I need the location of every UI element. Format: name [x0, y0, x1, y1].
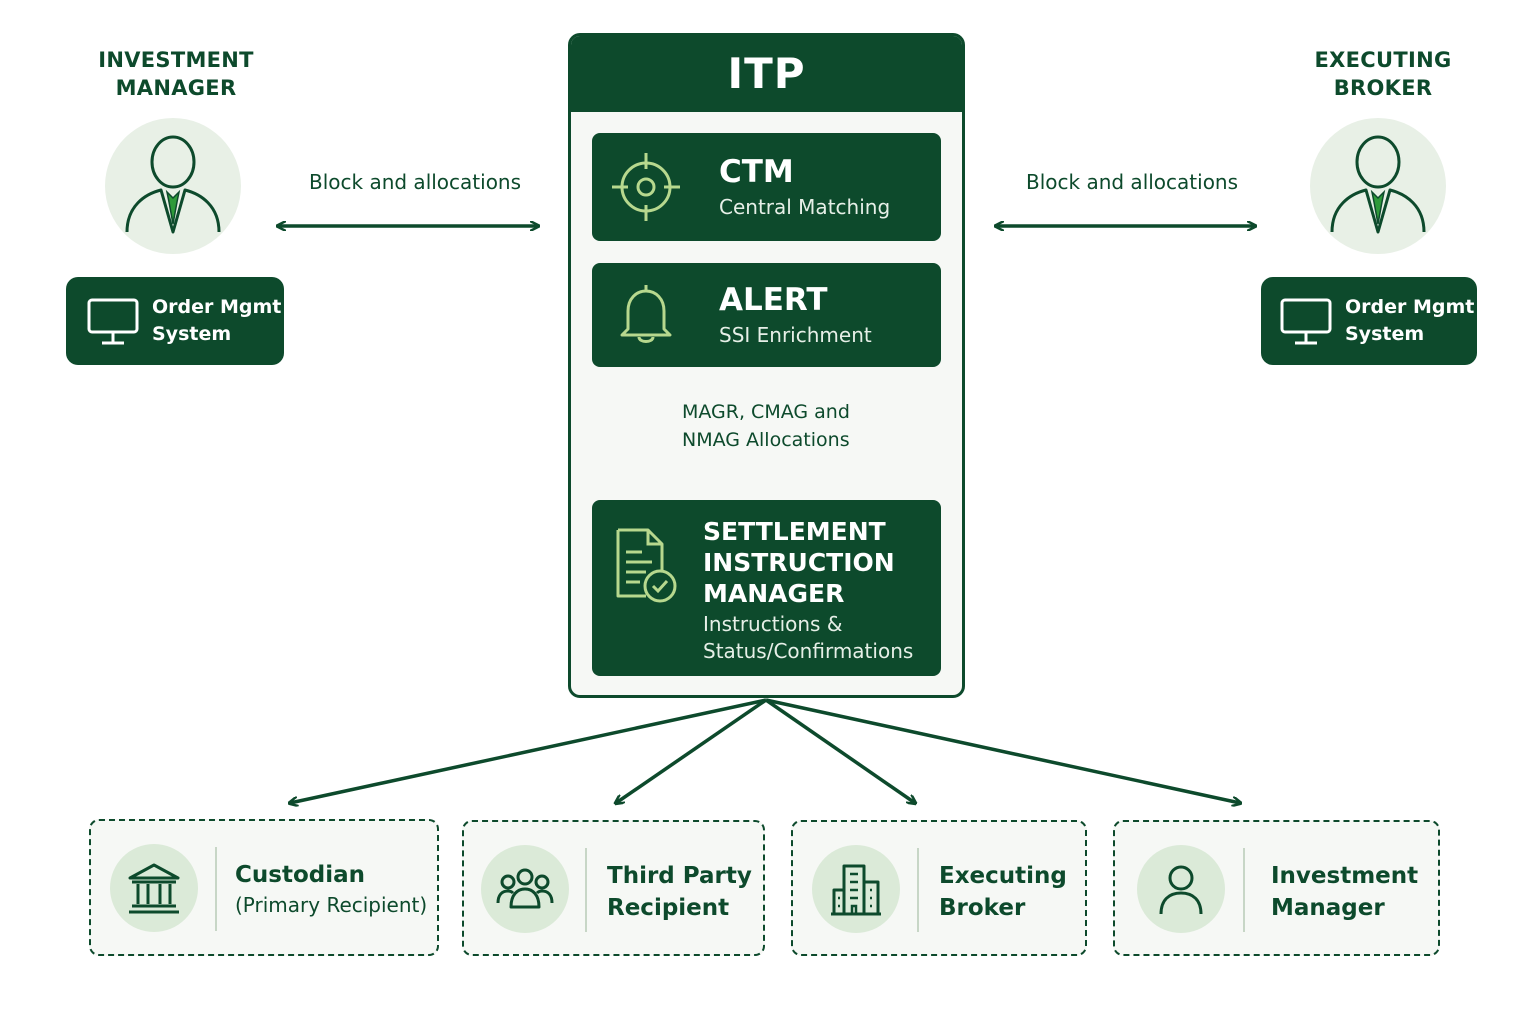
investment-manager-title: INVESTMENT MANAGER — [76, 46, 276, 102]
investment-manager-name-line1: Investment — [1271, 863, 1419, 889]
custodian-icon-circle — [110, 844, 198, 932]
executing-broker-title-line2: BROKER — [1333, 76, 1433, 100]
person-with-tie-icon — [1330, 135, 1426, 234]
itp-title: ITP — [571, 36, 962, 112]
fanout-arrow-custodian — [290, 698, 767, 803]
monitor-icon — [87, 298, 139, 345]
internal-flow-label-line1: MAGR, CMAG and — [682, 401, 850, 423]
sim-title-line2: INSTRUCTION — [703, 548, 895, 577]
executing-broker-title: EXECUTING BROKER — [1283, 46, 1483, 102]
ctm-module[interactable]: CTM Central Matching — [592, 133, 941, 241]
left-order-mgmt-system[interactable]: Order Mgmt System — [66, 277, 284, 365]
group-icon — [496, 868, 554, 909]
executing-broker-title-line1: EXECUTING — [1314, 48, 1452, 72]
fanout-arrow-investment-manager — [765, 698, 1240, 803]
internal-flow-label-line2: NMAG Allocations — [682, 429, 850, 451]
investment-manager-name-line2: Manager — [1271, 895, 1385, 921]
investment-manager-title-line1: INVESTMENT — [98, 48, 254, 72]
investment-manager-divider — [1243, 848, 1245, 932]
right-edge-label: Block and allocations — [1026, 170, 1239, 194]
ctm-subtitle: Central Matching — [719, 195, 891, 219]
executing-broker-text: Executing Broker — [939, 860, 1067, 924]
third-party-divider — [585, 848, 587, 932]
third-party-text: Third Party Recipient — [607, 860, 752, 924]
investment-manager-title-line2: MANAGER — [115, 76, 237, 100]
left-edge-label: Block and allocations — [309, 170, 522, 194]
fanout-arrow-third-party — [616, 698, 767, 803]
internal-flow-label: MAGR, CMAG and NMAG Allocations — [682, 398, 850, 454]
person-with-tie-icon — [125, 135, 221, 234]
custodian-sub: (Primary Recipient) — [235, 893, 428, 917]
executing-broker-divider — [917, 848, 919, 932]
alert-title: ALERT — [719, 282, 828, 318]
person-icon — [1159, 865, 1203, 915]
ctm-title: CTM — [719, 154, 794, 190]
bank-icon — [128, 863, 180, 914]
executing-broker-icon-circle — [812, 845, 900, 933]
document-check-icon — [616, 528, 677, 603]
building-icon — [831, 864, 881, 916]
sim-subtitle: Instructions & Status/Confirmations — [703, 611, 913, 665]
settlement-instruction-manager-module[interactable]: SETTLEMENT INSTRUCTION MANAGER Instructi… — [592, 500, 941, 676]
investment-manager-text: Investment Manager — [1271, 860, 1418, 924]
executing-broker-avatar — [1310, 118, 1446, 254]
custodian-name: Custodian — [235, 862, 365, 888]
recipient-custodian[interactable]: Custodian (Primary Recipient) — [89, 819, 439, 956]
third-party-name-line1: Third Party — [607, 863, 752, 889]
left-oms-line2: System — [152, 323, 232, 345]
right-oms-line2: System — [1345, 323, 1425, 345]
crosshair-icon — [612, 153, 680, 221]
sim-subtitle-line1: Instructions & — [703, 612, 843, 636]
investment-manager-icon-circle — [1137, 845, 1225, 933]
alert-subtitle: SSI Enrichment — [719, 323, 872, 347]
sim-title: SETTLEMENT INSTRUCTION MANAGER — [703, 516, 895, 609]
third-party-name-line2: Recipient — [607, 895, 730, 921]
custodian-divider — [215, 847, 217, 931]
bell-icon — [620, 285, 672, 343]
executing-broker-name-line1: Executing — [939, 863, 1067, 889]
third-party-icon-circle — [481, 845, 569, 933]
sim-title-line3: MANAGER — [703, 579, 845, 608]
right-oms-line1: Order Mgmt — [1345, 296, 1475, 318]
alert-module[interactable]: ALERT SSI Enrichment — [592, 263, 941, 367]
investment-manager-avatar — [105, 118, 241, 254]
fanout-arrow-executing-broker — [765, 698, 915, 803]
executing-broker-name-line2: Broker — [939, 895, 1026, 921]
sim-subtitle-line2: Status/Confirmations — [703, 639, 914, 663]
recipient-executing-broker[interactable]: Executing Broker — [791, 820, 1087, 956]
recipient-investment-manager[interactable]: Investment Manager — [1113, 820, 1440, 956]
recipient-third-party[interactable]: Third Party Recipient — [462, 820, 765, 956]
left-oms-line1: Order Mgmt — [152, 296, 282, 318]
custodian-text: Custodian (Primary Recipient) — [235, 859, 427, 919]
right-order-mgmt-system[interactable]: Order Mgmt System — [1261, 277, 1477, 365]
monitor-icon — [1280, 298, 1332, 345]
sim-title-line1: SETTLEMENT — [703, 517, 886, 546]
